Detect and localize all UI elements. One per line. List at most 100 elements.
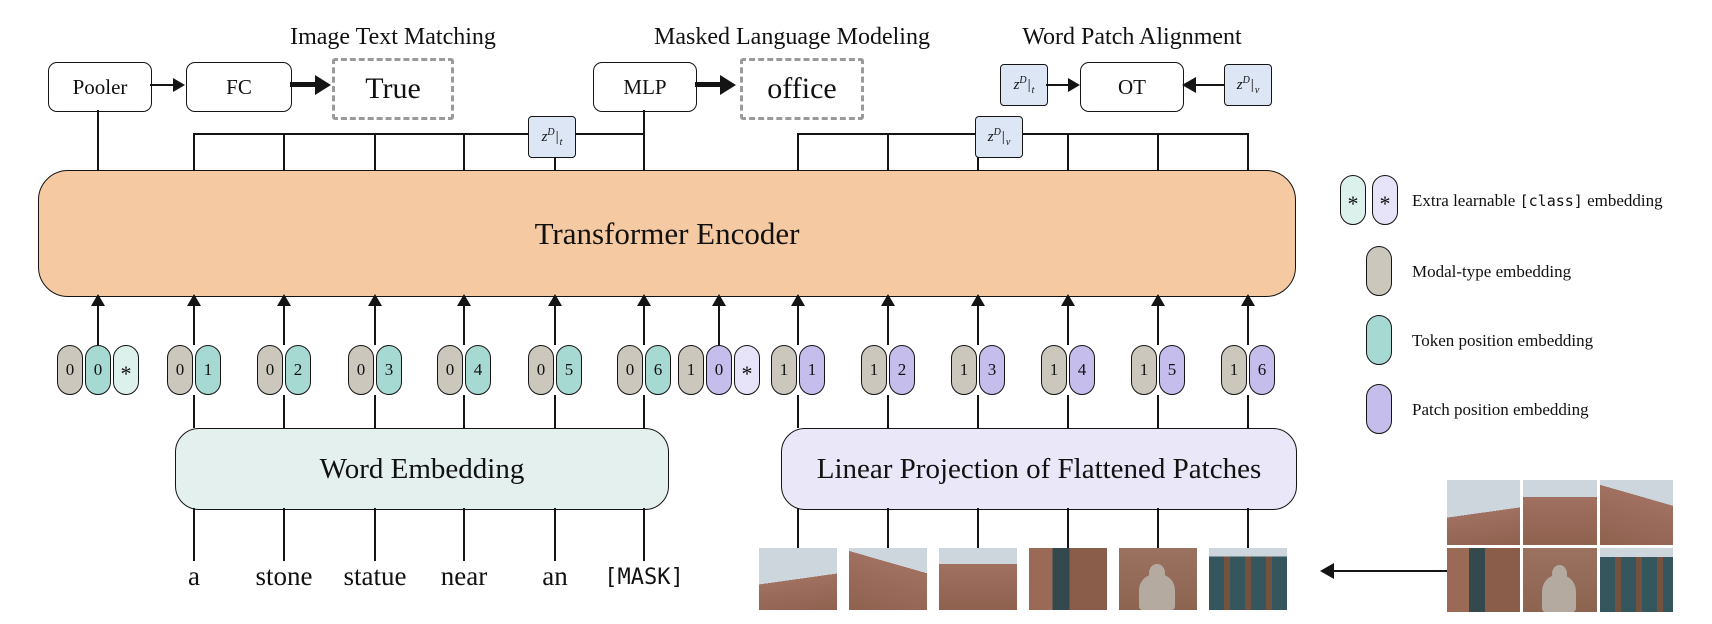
patch-position-pill: 6 bbox=[1249, 345, 1275, 395]
input-arrow-line bbox=[643, 303, 646, 345]
patch-embedding-group: 1 0 * bbox=[678, 345, 760, 395]
arrowhead-right-icon bbox=[720, 75, 736, 95]
arrowhead-up-icon bbox=[368, 294, 382, 306]
modal-type-pill: 0 bbox=[437, 345, 463, 395]
source-image-patch bbox=[1447, 547, 1521, 612]
bracket-tick bbox=[797, 133, 800, 170]
z-visual-label: zD|v bbox=[987, 126, 1011, 148]
connector-line bbox=[977, 395, 980, 428]
fc-box: FC bbox=[186, 62, 292, 112]
legend-modal-pill bbox=[1366, 246, 1392, 296]
modal-type-pill: 0 bbox=[257, 345, 283, 395]
bracket-tick bbox=[887, 133, 890, 170]
input-arrow-line bbox=[1247, 303, 1250, 345]
mlm-result-box: office bbox=[740, 58, 864, 120]
modal-type-pill: 0 bbox=[617, 345, 643, 395]
patch-embedding-group: 1 5 bbox=[1131, 345, 1185, 395]
input-arrow-line bbox=[718, 303, 721, 345]
z-visual-label: zD|v bbox=[1236, 74, 1260, 96]
wpa-title: Word Patch Alignment bbox=[1022, 24, 1242, 50]
connector-line bbox=[374, 508, 377, 561]
connector-line bbox=[554, 508, 557, 561]
statue-figure bbox=[1542, 564, 1577, 612]
legend-token-position-pill bbox=[1366, 315, 1392, 365]
arrowhead-right-icon bbox=[1068, 78, 1080, 92]
modal-type-pill: 1 bbox=[951, 345, 977, 395]
modal-type-pill: 0 bbox=[57, 345, 83, 395]
patch-embedding-group: 1 1 bbox=[771, 345, 825, 395]
connector-line bbox=[150, 84, 176, 87]
connector-line bbox=[695, 82, 723, 87]
arrowhead-up-icon bbox=[548, 294, 562, 306]
connector-line bbox=[463, 508, 466, 561]
input-arrow-line bbox=[1157, 303, 1160, 345]
image-patch bbox=[759, 548, 837, 610]
token-embedding-group: 0 6 bbox=[617, 345, 671, 395]
input-arrow-line bbox=[977, 303, 980, 345]
patch-position-pill: 1 bbox=[799, 345, 825, 395]
input-arrow-line bbox=[283, 303, 286, 345]
token-position-pill: 3 bbox=[376, 345, 402, 395]
statue-figure bbox=[1139, 564, 1176, 610]
arrowhead-right-icon bbox=[173, 78, 185, 92]
token-embedding-group: 0 2 bbox=[257, 345, 311, 395]
connector-line bbox=[1067, 395, 1070, 428]
patch-embedding-group: 1 3 bbox=[951, 345, 1005, 395]
connector-line bbox=[1247, 508, 1250, 548]
arrowhead-right-icon bbox=[315, 75, 331, 95]
itm-title: Image Text Matching bbox=[290, 24, 496, 50]
text-output-bracket bbox=[193, 133, 645, 136]
modal-type-pill: 1 bbox=[1041, 345, 1067, 395]
input-arrow-line bbox=[1067, 303, 1070, 345]
z-text-box-bracket: zD|t bbox=[528, 116, 576, 158]
bracket-tick bbox=[374, 133, 377, 170]
connector-line bbox=[797, 508, 800, 548]
bracket-tick bbox=[463, 133, 466, 170]
legend-class-label: Extra learnable [class] embedding bbox=[1412, 191, 1663, 210]
arrowhead-up-icon bbox=[881, 294, 895, 306]
class-embedding-pill: * bbox=[113, 345, 139, 395]
connector-line bbox=[1157, 508, 1160, 548]
connector-line bbox=[887, 508, 890, 548]
bracket-tick bbox=[283, 133, 286, 170]
connector-line bbox=[283, 395, 286, 428]
connector-line bbox=[1046, 84, 1070, 87]
arrowhead-up-icon bbox=[277, 294, 291, 306]
image-patch bbox=[939, 548, 1017, 610]
connector-line bbox=[1247, 395, 1250, 428]
input-arrow-line bbox=[554, 303, 557, 345]
patch-embedding-group: 1 2 bbox=[861, 345, 915, 395]
mlm-title: Masked Language Modeling bbox=[654, 24, 930, 50]
connector-line bbox=[643, 395, 646, 428]
modal-type-pill: 0 bbox=[167, 345, 193, 395]
arrowhead-up-icon bbox=[457, 294, 471, 306]
image-patch bbox=[1029, 548, 1107, 610]
token-embedding-group: 0 3 bbox=[348, 345, 402, 395]
arrowhead-left-icon bbox=[1320, 563, 1334, 579]
pooler-connector-line bbox=[97, 110, 100, 170]
text-token: stone bbox=[255, 561, 313, 591]
token-position-pill: 0 bbox=[85, 345, 111, 395]
text-token: statue bbox=[343, 561, 407, 591]
modal-type-pill: 1 bbox=[1131, 345, 1157, 395]
legend-class-token-pill: * bbox=[1340, 175, 1366, 225]
arrowhead-up-icon bbox=[712, 294, 726, 306]
z-visual-box-bracket: zD|v bbox=[975, 116, 1023, 158]
connector-line bbox=[463, 395, 466, 428]
legend-patch-position-label: Patch position embedding bbox=[1412, 400, 1589, 419]
connector-line bbox=[374, 395, 377, 428]
connector-line bbox=[554, 395, 557, 428]
connector-line bbox=[1196, 84, 1224, 87]
connector-line bbox=[643, 508, 646, 561]
modal-type-pill: 0 bbox=[348, 345, 374, 395]
image-patch bbox=[1119, 548, 1197, 610]
connector-line bbox=[977, 508, 980, 548]
mlp-box: MLP bbox=[593, 62, 697, 112]
input-arrow-line bbox=[193, 303, 196, 345]
legend-class-patch-pill: * bbox=[1372, 175, 1398, 225]
bracket-tick bbox=[1247, 133, 1250, 170]
patch-projection-box: Linear Projection of Flattened Patches bbox=[781, 428, 1297, 510]
z-text-label: zD|t bbox=[541, 126, 563, 148]
connector-line bbox=[797, 395, 800, 428]
legend-token-position-label: Token position embedding bbox=[1412, 331, 1594, 350]
